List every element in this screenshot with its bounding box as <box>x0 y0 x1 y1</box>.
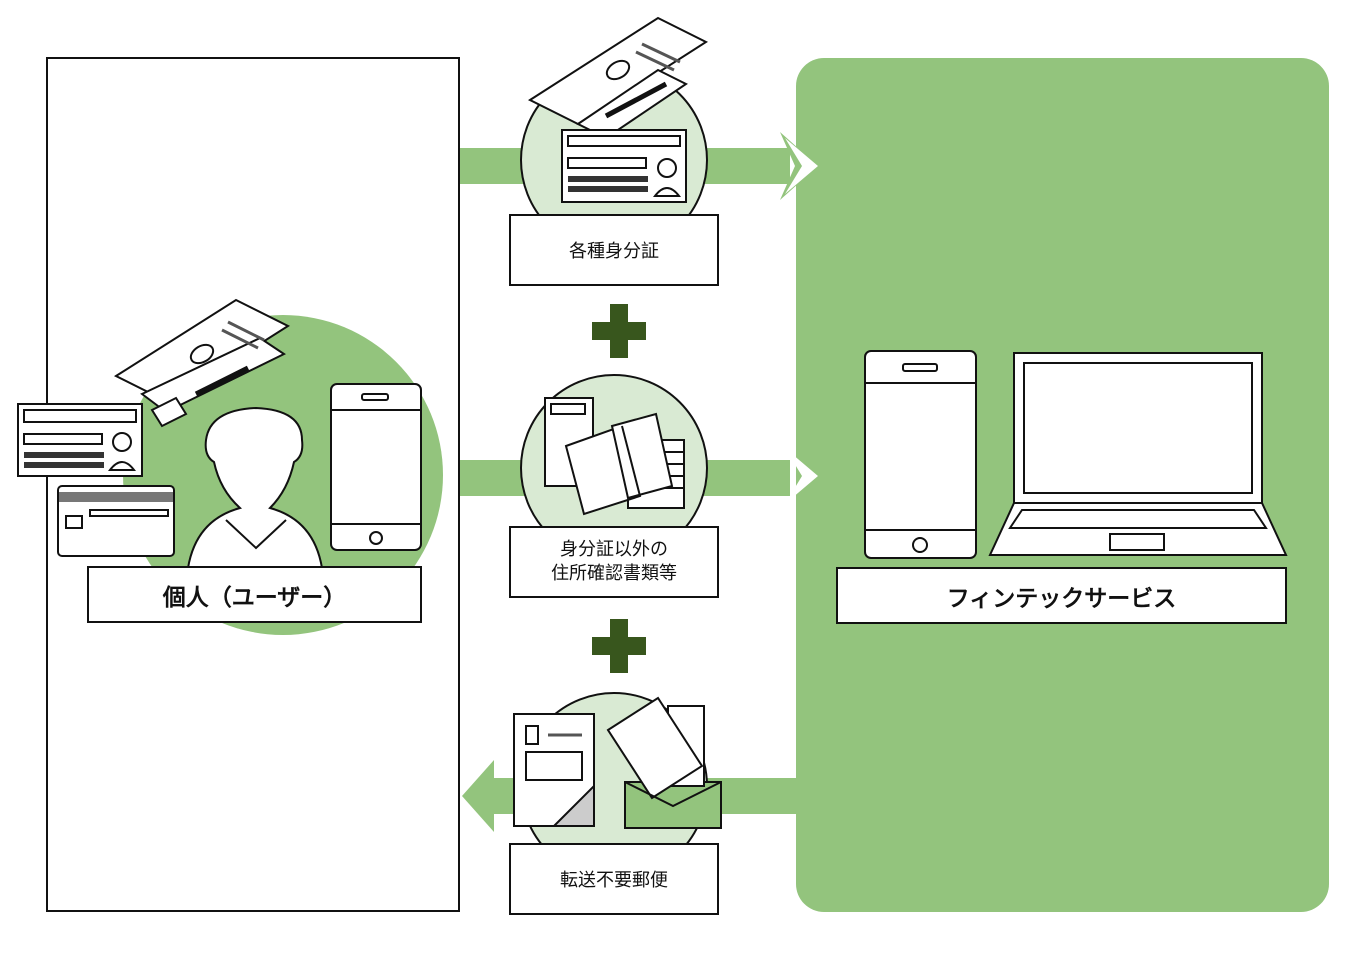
step1-box <box>509 214 719 286</box>
id-card-icon <box>17 403 143 477</box>
step1-label: 各種身分証 <box>569 241 659 262</box>
step3-label: 転送不要郵便 <box>560 870 668 891</box>
id-documents-icon <box>520 16 709 254</box>
passport-icon <box>113 298 291 428</box>
service-label: フィンテックサービス <box>946 585 1177 612</box>
plus-icon <box>592 304 646 358</box>
smartphone-icon <box>330 383 422 551</box>
user-label: 個人（ユーザー） <box>162 584 347 611</box>
service-label-box <box>836 567 1287 624</box>
step2-label: 身分証以外の 住所確認書類等 <box>510 527 718 597</box>
smartphone-icon <box>864 350 977 559</box>
laptop-icon <box>988 352 1288 556</box>
user-label-box <box>87 566 422 623</box>
mail-envelope-icon <box>513 692 722 880</box>
user-silhouette-icon <box>186 406 324 569</box>
step2-label-line1: 身分証以外の <box>560 539 668 560</box>
step2-box <box>509 526 719 598</box>
step2-label-line2: 住所確認書類等 <box>551 563 677 584</box>
plus-icon <box>592 619 646 673</box>
address-documents-icon <box>520 374 708 562</box>
step3-box <box>509 843 719 915</box>
credit-card-icon <box>57 485 175 557</box>
